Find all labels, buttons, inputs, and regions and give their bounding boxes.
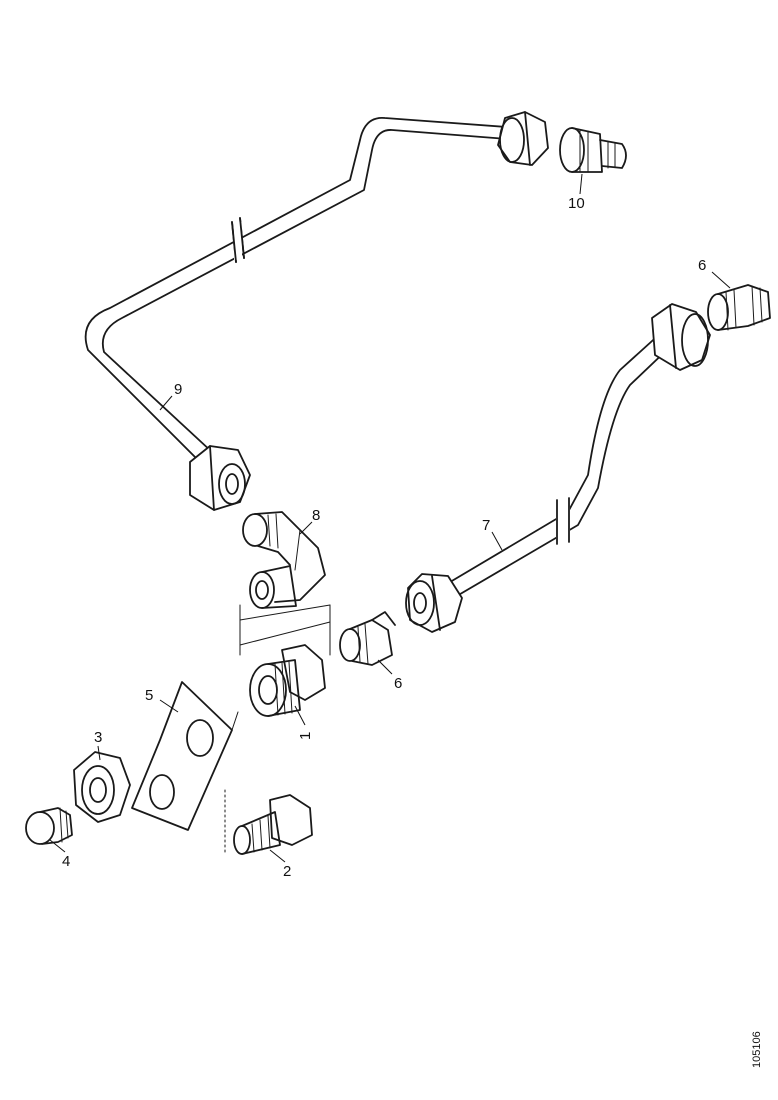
callout-label-8: 8 [312,507,320,524]
bolt-2 [233,794,313,855]
pipe-nut-9-lower [189,445,251,511]
callout-6-upper: 6 [698,257,731,289]
callout-label-6-upper: 6 [698,257,706,274]
callout-3: 3 [94,729,102,761]
callout-8: 8 [299,507,320,535]
callout-4: 4 [49,839,70,870]
callout-5: 5 [145,687,179,713]
callout-10: 10 [568,173,585,212]
callout-6-lower: 6 [377,659,402,692]
callout-label-1: 1 [297,732,314,740]
fitting-10 [559,127,627,173]
assembly-guide-lines [224,604,331,856]
callout-label-5: 5 [145,687,153,704]
fitting-6-lower [339,611,396,666]
pipe-7 [439,331,673,601]
callout-label-2: 2 [283,863,291,880]
callout-9: 9 [159,381,182,411]
plug-4 [25,807,73,845]
callout-label-4: 4 [62,853,70,870]
callout-2: 2 [269,849,291,880]
pipe-9 [84,117,521,463]
callout-1: 1 [294,705,314,740]
callout-7: 7 [482,517,503,551]
callout-label-6-lower: 6 [394,675,402,692]
pipe-nut-7-upper [651,303,711,371]
pipe-nut-upper [497,111,549,166]
threaded-union-1 [249,644,326,717]
callout-label-10: 10 [568,195,585,212]
reference-code: 105106 [751,1031,763,1068]
bracket-plate-5 [131,681,239,831]
elbow-fitting-8 [242,511,326,609]
callout-label-7: 7 [482,517,490,534]
fitting-6-upper [707,284,771,331]
callout-label-3: 3 [94,729,102,746]
nut-3 [73,751,131,823]
callout-label-9: 9 [174,381,182,398]
pipe-nut-7-lower [405,573,463,633]
